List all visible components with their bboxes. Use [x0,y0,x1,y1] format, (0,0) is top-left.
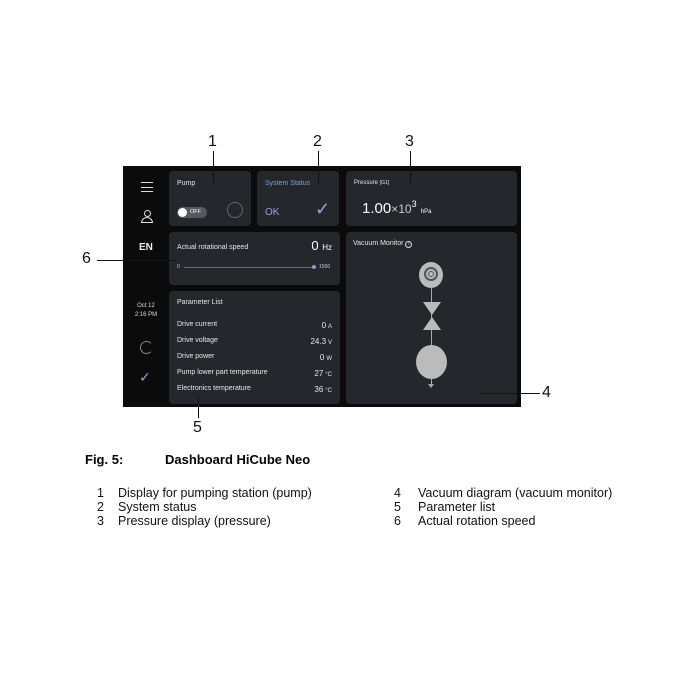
speed-unit: Hz [322,243,332,252]
speed-value: 0 [311,238,319,253]
unit: A [327,324,332,330]
pressure-unit: hPa [420,209,432,215]
unit: °C [325,388,332,394]
legend-number: 2 [97,500,104,514]
legend-text: Pressure display (pressure) [118,514,271,528]
speed-bar [184,267,314,268]
dashboard-screen: EN Oct 12 2:16 PM ✓ Pump OFF System Stat… [123,166,521,407]
callout-1: 1 [208,133,217,150]
legend-number: 6 [394,514,401,528]
pump-title: Pump [177,180,196,187]
pressure-title: Pressure [354,180,379,186]
value: 36 [314,385,324,394]
callout-line [198,398,199,418]
parameter-name: Pump lower part temperature [177,369,268,376]
figure-title: Dashboard HiCube Neo [165,452,311,467]
menu-icon[interactable] [141,182,153,192]
rotational-speed-panel: Actual rotational speed 0 Hz 0 1500 [169,232,340,285]
parameter-value: 27 °C [314,369,332,378]
parameter-row: Drive current 0 A [177,321,332,330]
speed-min: 0 [177,264,180,270]
check-icon: ✓ [139,369,151,385]
legend-text: Actual rotation speed [418,514,536,528]
info-icon[interactable]: i [405,241,413,248]
parameter-row: Drive power 0 W [177,353,332,362]
value: 27 [314,369,324,378]
callout-3: 3 [405,133,414,150]
valve-icon-lower [423,317,441,330]
callout-line [213,151,214,184]
pressure-mantissa: 1.00 [362,200,392,217]
callout-line [318,151,319,184]
user-icon[interactable] [141,210,153,224]
language-button[interactable]: EN [139,242,153,253]
value: 0 [319,353,325,362]
figure-label: Fig. 5: [85,452,124,467]
legend-text: Parameter list [418,500,496,514]
pressure-value: 1.00×103 hPa [362,199,431,217]
legend-number: 1 [97,486,104,500]
callout-line [480,393,540,394]
pressure-times: ×10 [391,202,412,216]
parameter-name: Drive current [177,321,218,328]
unit: V [327,340,332,346]
system-status-panel[interactable]: System Status OK ✓ [257,171,339,226]
unit: W [326,356,332,362]
callout-5: 5 [193,419,202,436]
date: Oct 12 [137,303,155,309]
exhaust-arrow-icon [428,384,434,388]
legend-text: System status [118,500,197,514]
parameter-name: Electronics temperature [177,385,251,392]
activity-spinner-icon [140,341,153,354]
toggle-label: OFF [190,209,201,215]
valve-icon [423,302,441,315]
pressure-exponent: 3 [411,199,417,209]
parameter-row: Electronics temperature 36 °C [177,385,332,394]
parameter-value: 0 A [322,321,332,330]
callout-4: 4 [542,384,551,401]
callout-line [97,260,177,261]
callout-2: 2 [313,133,322,150]
speed-max: 1500 [319,264,331,270]
unit: °C [325,372,332,378]
parameter-row: Pump lower part temperature 27 °C [177,369,332,378]
legend-number: 3 [97,514,104,528]
params-title: Parameter List [177,299,223,306]
gauge-icon [419,262,443,288]
status-value: OK [265,207,280,218]
pipe-line [431,288,432,384]
parameter-value: 36 °C [314,385,332,394]
pump-spinner-icon [227,202,243,218]
legend-number: 5 [394,500,401,514]
parameter-value: 0 W [320,353,332,362]
check-icon: ✓ [315,199,331,219]
parameter-list-panel[interactable]: Parameter List Drive current 0 A Drive vol… [169,291,340,404]
parameter-name: Drive power [177,353,215,360]
legend-text: Display for pumping station (pump) [118,486,312,500]
vacuum-title: Vacuum Monitor [353,240,404,247]
parameter-value: 24.3 V [310,337,332,346]
pump-panel: Pump OFF [169,171,251,226]
value: 0 [321,321,327,330]
parameter-row: Drive voltage 24.3 V [177,337,332,346]
pressure-panel[interactable]: Pressure [G1] 1.00×103 hPa [346,171,517,226]
callout-line [410,151,411,184]
speed-title: Actual rotational speed [177,244,249,251]
vacuum-monitor-panel[interactable]: Vacuum Monitor i [346,232,517,404]
gauge-id: [G1] [379,180,390,186]
callout-6: 6 [82,250,91,267]
legend-text: Vacuum diagram (vacuum monitor) [418,486,613,500]
speed-bar-end [312,265,316,269]
pump-toggle[interactable]: OFF [177,207,207,218]
time: 2:16 PM [134,312,158,318]
value: 24.3 [310,337,327,346]
status-title: System Status [265,180,311,187]
legend-number: 4 [394,486,401,500]
parameter-name: Drive voltage [177,337,218,344]
pump-icon [416,345,447,379]
